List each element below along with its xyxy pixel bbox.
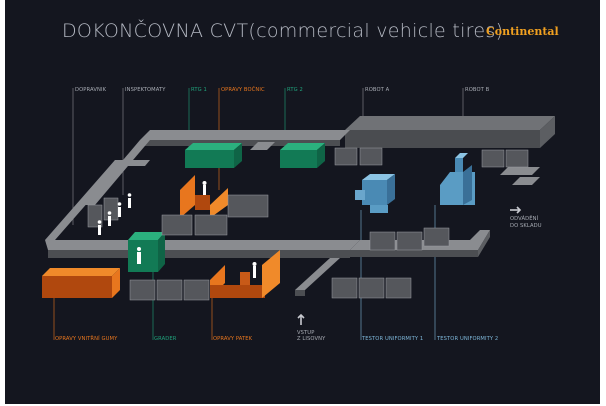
label-testor-uniformity-1: TESTOR UNIFORMITY 1 [362, 336, 424, 342]
label-robot-b: ROBOT B [465, 87, 490, 93]
testor-uniformity-1 [355, 174, 395, 213]
label-grader: GRADER [154, 336, 177, 342]
continental-logo: Continental [486, 25, 559, 38]
testor-uniformity-2 [440, 153, 475, 205]
inspektomaty-workers [97, 193, 132, 235]
arrow-up-icon [297, 313, 305, 325]
opravy-bocnic-station [180, 175, 228, 218]
label-testor-uniformity-2: TESTOR UNIFORMITY 2 [437, 336, 499, 342]
label-rtg-1: RTG 1 [191, 87, 207, 93]
label-vstup-line1: VSTUP [297, 330, 315, 336]
label-inspektomaty: INSPEKTOMATY [125, 87, 166, 93]
label-dopravnik: DOPRAVNIK [75, 87, 107, 93]
label-vstup-line2: Z LISOVNY [297, 336, 326, 342]
tire-racks [87, 147, 529, 301]
warehouse-block [345, 116, 555, 148]
label-rtg-2: RTG 2 [287, 87, 303, 93]
label-odvadeni-line1: ODVÁDĚNÍ [510, 216, 539, 222]
page-title: DOKONČOVNA CVT(commercial vehicle tires) [62, 20, 504, 42]
label-robot-a: ROBOT A [365, 87, 390, 93]
rtg-1-station [185, 143, 242, 168]
label-opravy-bocnic: OPRAVY BOČNIC [221, 87, 265, 93]
opravy-patek-station [210, 250, 280, 298]
opravy-vnitrni-gumy-station [42, 268, 120, 298]
grader-station [128, 232, 165, 272]
rtg-2-station [280, 143, 325, 168]
label-opravy-vnitrni-gumy: OPRAVY VNITŘNÍ GUMY [55, 336, 118, 342]
label-odvadeni-line2: DO SKLADU [510, 223, 542, 229]
label-opravy-patek: OPRAVY PATEK [213, 336, 253, 342]
arrow-right-icon [510, 206, 522, 214]
